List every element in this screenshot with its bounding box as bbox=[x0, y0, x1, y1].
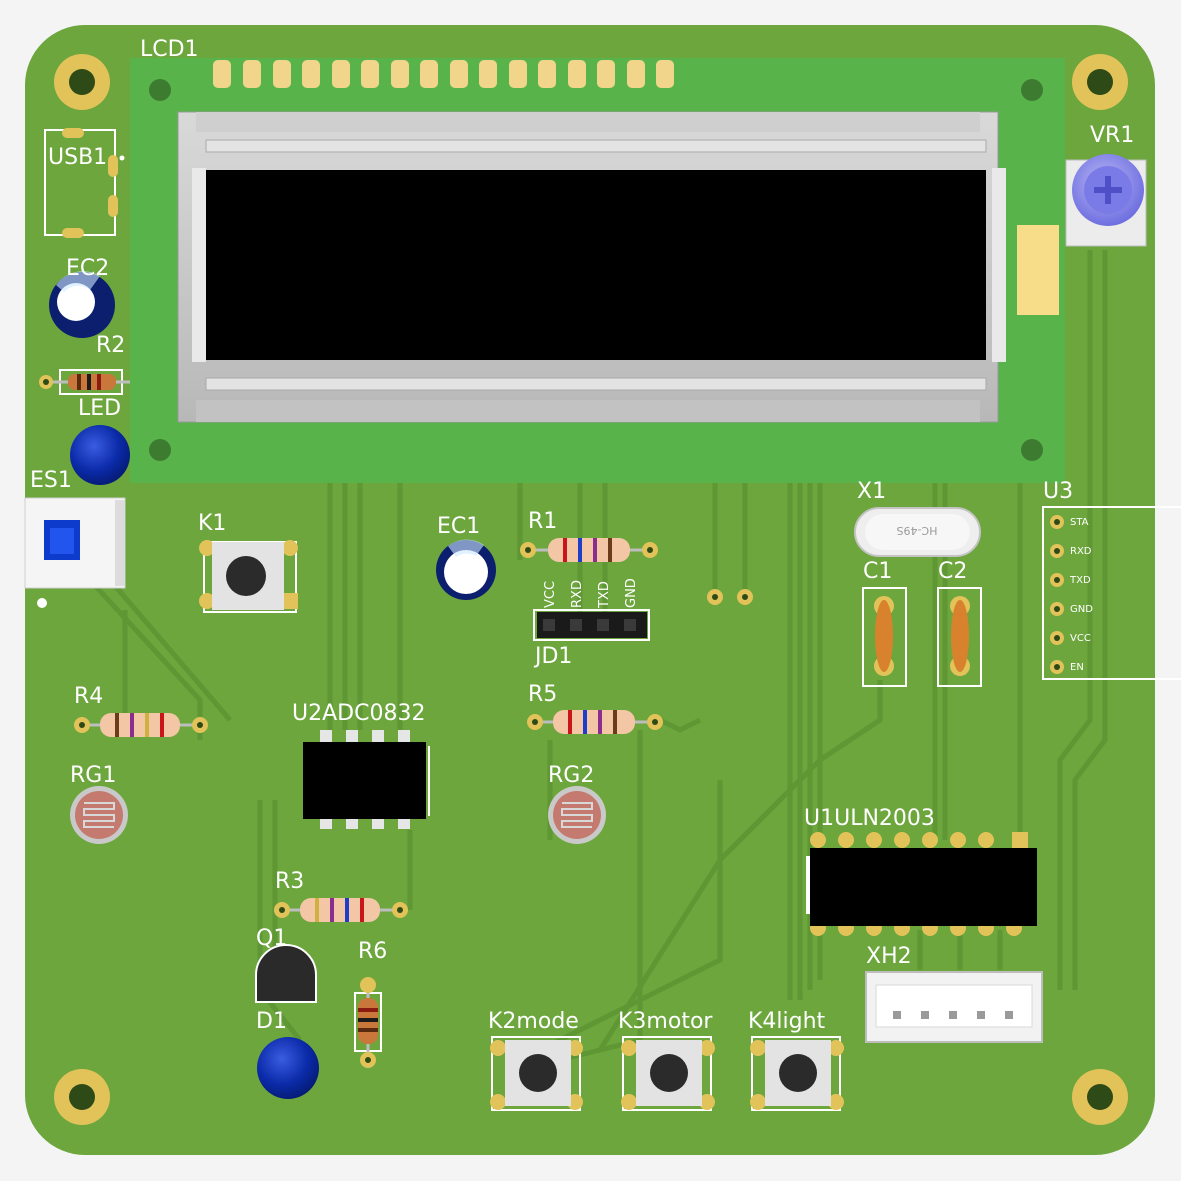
button-k2-mode[interactable] bbox=[490, 1036, 583, 1111]
ic-u2 bbox=[303, 730, 430, 829]
usb-label: USB1 bbox=[48, 145, 107, 170]
module-u3-footprint[interactable] bbox=[1042, 506, 1181, 680]
r4-label: R4 bbox=[74, 684, 103, 709]
usb-connector[interactable] bbox=[44, 128, 125, 238]
led-d1 bbox=[257, 1037, 319, 1099]
k4-label: K4light bbox=[748, 1009, 826, 1034]
crystal-x1[interactable]: HC-49S bbox=[854, 507, 981, 557]
connector-xh2[interactable] bbox=[865, 971, 1043, 1043]
jd1-pin-vcc: VCC bbox=[543, 581, 558, 608]
q1-label: Q1 bbox=[256, 926, 287, 951]
u3-pin-en: EN bbox=[1070, 662, 1084, 673]
xh2-label: XH2 bbox=[866, 944, 912, 969]
crystal-marking: HC-49S bbox=[897, 524, 938, 537]
capacitor-ec1[interactable] bbox=[436, 539, 496, 600]
resistor-r2[interactable] bbox=[39, 369, 130, 395]
ec2-label: EC2 bbox=[66, 256, 109, 281]
capacitor-c2[interactable] bbox=[937, 587, 982, 687]
vr1-label: VR1 bbox=[1090, 123, 1134, 148]
photoresistor-rg2 bbox=[548, 786, 606, 844]
u3-pin-sta: STA bbox=[1070, 517, 1089, 528]
r3-label: R3 bbox=[275, 869, 304, 894]
jd1-label: JD1 bbox=[533, 644, 572, 669]
x1-label: X1 bbox=[857, 479, 886, 504]
test-pads bbox=[707, 589, 753, 605]
jd1-pin-rxd: RXD bbox=[570, 580, 585, 608]
c2-label: C2 bbox=[938, 559, 967, 584]
ic-u1 bbox=[806, 832, 1037, 936]
resistor-r5[interactable] bbox=[527, 710, 663, 734]
u2-label: U2ADC0832 bbox=[292, 701, 425, 726]
u3-pin-gnd: GND bbox=[1070, 604, 1093, 615]
button-k4-light[interactable] bbox=[750, 1036, 844, 1111]
es1-label: ES1 bbox=[30, 468, 72, 493]
resistor-r3[interactable] bbox=[274, 898, 408, 922]
jd1-pin-txd: TXD bbox=[597, 581, 612, 609]
u3-pin-vcc: VCC bbox=[1070, 633, 1091, 644]
u3-pin-txd: TXD bbox=[1069, 575, 1091, 586]
u3-pin-rxd: RXD bbox=[1070, 546, 1092, 557]
lcd-module bbox=[130, 58, 1065, 483]
k1-label: K1 bbox=[198, 511, 226, 536]
r5-label: R5 bbox=[528, 682, 557, 707]
potentiometer-vr1[interactable] bbox=[1065, 154, 1147, 247]
r2-label: R2 bbox=[96, 333, 125, 358]
jd1-pin-gnd: GND bbox=[624, 578, 639, 608]
u1-label: U1ULN2003 bbox=[804, 806, 935, 831]
lcd-backlight-pad bbox=[1017, 225, 1059, 315]
u3-label: U3 bbox=[1043, 479, 1073, 504]
header-jd1[interactable] bbox=[533, 609, 650, 641]
rg2-label: RG2 bbox=[548, 763, 594, 788]
d1-label: D1 bbox=[256, 1009, 287, 1034]
transistor-q1 bbox=[255, 944, 317, 1003]
r1-label: R1 bbox=[528, 509, 557, 534]
lcd-header-pins bbox=[213, 60, 674, 88]
rg1-label: RG1 bbox=[70, 763, 116, 788]
capacitor-ec2[interactable] bbox=[49, 271, 115, 338]
photoresistor-rg1 bbox=[70, 786, 128, 844]
ec1-label: EC1 bbox=[437, 514, 480, 539]
mounting-holes bbox=[54, 54, 1128, 1125]
button-k1[interactable] bbox=[199, 540, 298, 613]
k2-label: K2mode bbox=[488, 1009, 579, 1034]
led-indicator bbox=[70, 425, 130, 485]
switch-es1[interactable] bbox=[24, 497, 126, 608]
button-k3-motor[interactable] bbox=[621, 1036, 715, 1111]
k3-label: K3motor bbox=[618, 1009, 713, 1034]
resistor-r4[interactable] bbox=[74, 713, 208, 737]
lcd-screen bbox=[206, 170, 986, 360]
r6-label: R6 bbox=[358, 939, 387, 964]
resistor-r6[interactable] bbox=[354, 977, 382, 1068]
resistor-r1[interactable] bbox=[520, 538, 658, 562]
led-label: LED bbox=[78, 396, 121, 421]
c1-label: C1 bbox=[863, 559, 892, 584]
capacitor-c1[interactable] bbox=[862, 587, 907, 687]
lcd-label: LCD1 bbox=[140, 37, 199, 62]
